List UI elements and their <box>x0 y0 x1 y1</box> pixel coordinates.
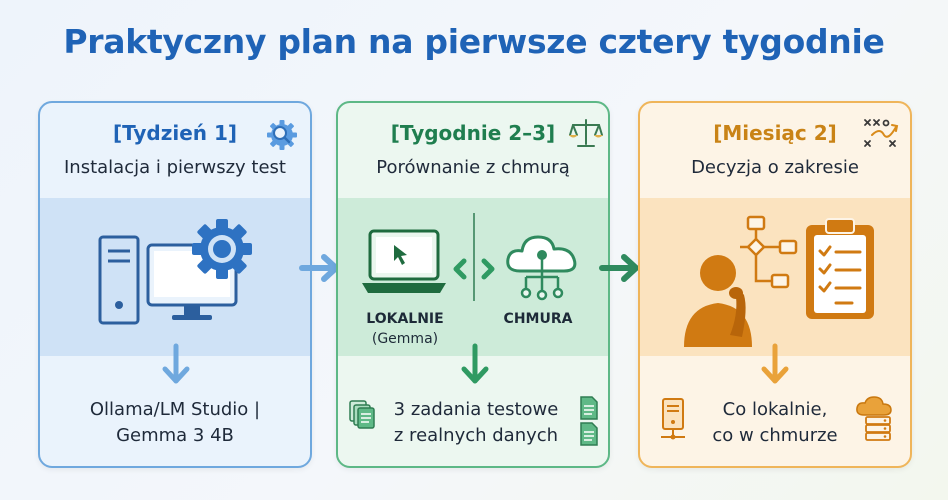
checklist-icon <box>806 218 874 319</box>
gear-magnifier-icon <box>267 120 297 150</box>
bottom-line-2: z realnych danych <box>393 425 559 446</box>
document-icon <box>580 396 598 420</box>
bottom-line-1: Co lokalnie, <box>722 399 828 420</box>
gear-icon <box>192 219 252 279</box>
phase-label: [Miesiąc 2] <box>713 121 837 145</box>
bottom-line-2: co w chmurze <box>712 425 838 446</box>
bottom-line-2: Gemma 3 4B <box>116 425 234 446</box>
local-label: LOKALNIE (Gemma) <box>352 309 458 349</box>
page-title: Praktyczny plan na pierwsze cztery tygod… <box>63 22 885 61</box>
cloud-label-title: CHMURA <box>503 311 573 327</box>
flow-arrow-right <box>599 254 639 282</box>
arrow-down-icon <box>761 343 789 384</box>
bottom-text: 3 zadania testowe z realnych danych <box>378 397 574 449</box>
flowchart-icon <box>740 215 798 289</box>
local-label-sub: (Gemma) <box>371 331 439 347</box>
card-week-1: [Tydzień 1] Instalacja i pierwszy test <box>38 101 312 468</box>
arrow-down-icon <box>162 343 190 384</box>
strategy-icon <box>864 119 899 147</box>
laptop-icon <box>362 229 446 293</box>
phase-subtitle: Porównanie z chmurą <box>376 157 570 178</box>
thinking-person-icon <box>684 255 752 347</box>
bottom-text: Ollama/LM Studio | Gemma 3 4B <box>40 397 310 449</box>
local-label-title: LOKALNIE <box>366 311 444 327</box>
bottom-line-1: 3 zadania testowe <box>393 399 559 420</box>
phase-subtitle: Decyzja o zakresie <box>691 157 859 178</box>
card-weeks-2-3: [Tygodnie 2–3] Porównanie z chmurą <box>336 101 610 468</box>
bottom-line-1: Ollama/LM Studio | <box>89 399 261 420</box>
phase-label: [Tygodnie 2–3] <box>390 121 556 145</box>
bottom-text: Co lokalnie, co w chmurze <box>690 397 860 449</box>
server-icon <box>661 398 685 440</box>
arrow-down-icon <box>461 343 489 384</box>
phase-subtitle: Instalacja i pierwszy test <box>64 157 286 178</box>
scales-icon <box>569 119 603 147</box>
documents-icon <box>349 400 375 429</box>
cloud-label: CHMURA <box>488 309 588 329</box>
cloud-server-icon <box>856 396 892 441</box>
card-month-2: [Miesiąc 2] Decyzja o zakresie <box>638 101 912 468</box>
cloud-network-icon <box>506 235 577 301</box>
document-icon <box>580 422 598 446</box>
compare-chevrons-icon <box>453 213 495 301</box>
phase-label: [Tydzień 1] <box>112 121 238 145</box>
